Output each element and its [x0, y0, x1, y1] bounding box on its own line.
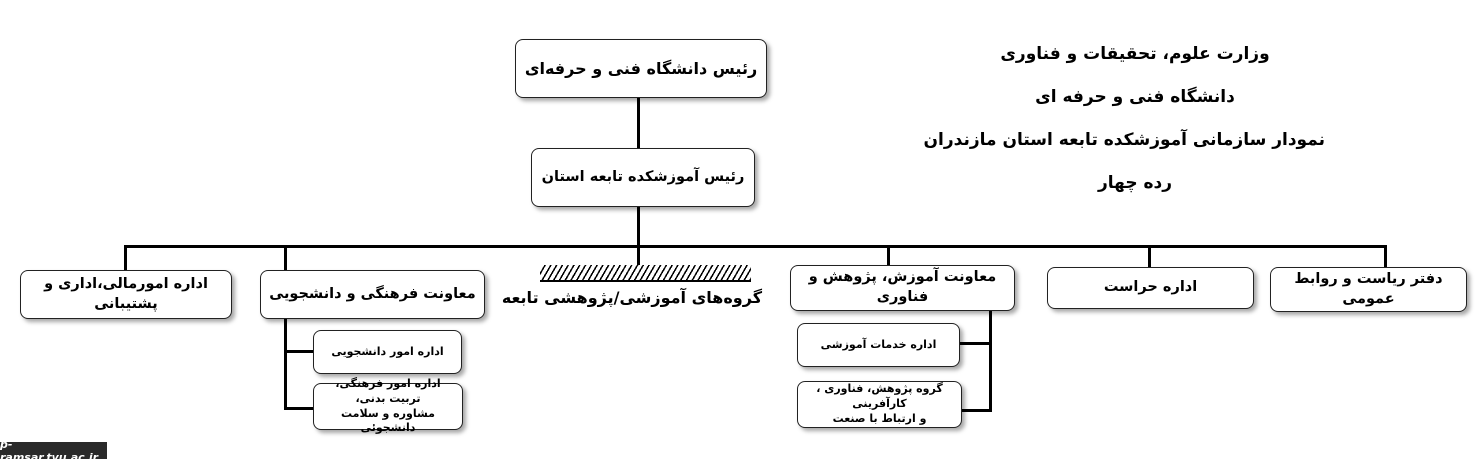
research-line-1: گروه پژوهش، فناوری ، کارآفرینی	[816, 382, 943, 411]
groups-hatch	[540, 265, 751, 282]
box-finance: اداره امورمالی،اداری و پشتیبانی	[20, 270, 232, 319]
box-education-deputy: معاونت آموزش، پژوهش و فناوری	[790, 265, 1015, 311]
box-security: اداره حراست	[1047, 267, 1254, 309]
cultural-sub-link-1	[284, 350, 314, 353]
drop-education	[887, 245, 890, 265]
research-line-2: و ارتباط با صنعت	[832, 411, 927, 425]
drop-groups	[637, 245, 640, 265]
box-educational-services: اداره خدمات آموزشی	[797, 323, 960, 367]
box-public-relations: دفتر ریاست و روابط عمومی	[1270, 267, 1467, 312]
heading-university: دانشگاه فنی و حرفه ای	[1035, 87, 1235, 107]
cultural-line-1: اداره امور فرهنگی، تربیت بدنی،	[335, 376, 441, 405]
education-sub-link-2	[962, 409, 992, 412]
box-college-director: رئیس آموزشکده تابعه استان	[531, 148, 755, 207]
box-university-president: رئیس دانشگاه فنی و حرفه‌ای	[515, 39, 767, 98]
cultural-line-2: مشاوره و سلامت دانشجوئی	[341, 406, 435, 435]
box-student-affairs: اداره امور دانشجویی	[313, 330, 462, 374]
site-watermark: p-ramsar.tvu.ac.ir	[0, 438, 107, 464]
education-sub-spine	[989, 310, 992, 412]
connector-main-bus	[124, 245, 1387, 248]
drop-finance	[124, 245, 127, 270]
box-cultural-deputy: معاونت فرهنگی و دانشجویی	[260, 270, 485, 319]
drop-security	[1148, 245, 1151, 267]
heading-ministry: وزارت علوم، تحقیقات و فناوری	[1000, 44, 1270, 64]
cultural-sub-link-2	[284, 407, 314, 410]
box-cultural-affairs: اداره امور فرهنگی، تربیت بدنی، مشاوره و …	[313, 377, 463, 434]
cultural-sub-spine	[284, 318, 287, 410]
groups-label: گروه‌های آموزشی/پژوهشی تابعه	[501, 288, 762, 307]
drop-public-relations	[1384, 245, 1387, 267]
heading-level: رده چهار	[1097, 173, 1173, 193]
connector-top-director	[637, 98, 640, 148]
education-sub-link-1	[960, 342, 992, 345]
connector-director-bus	[637, 206, 640, 247]
box-research-technology: گروه پژوهش، فناوری ، کارآفرینی و ارتباط …	[797, 381, 962, 428]
drop-cultural	[284, 245, 287, 270]
heading-chart-title: نمودار سازمانی آموزشکده تابعه استان مازن…	[923, 130, 1325, 150]
